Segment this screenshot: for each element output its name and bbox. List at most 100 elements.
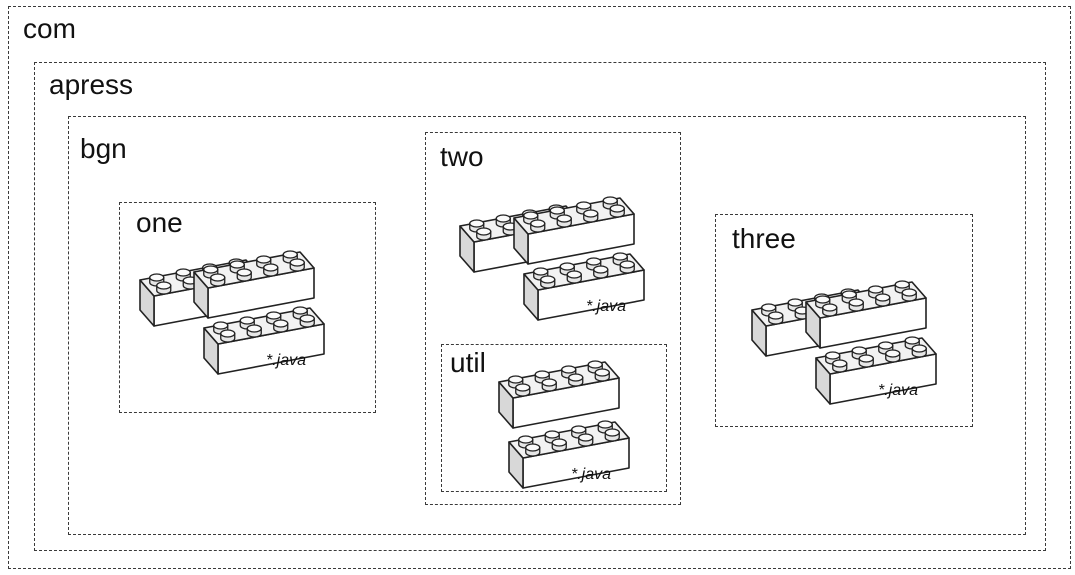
stud-top	[515, 383, 531, 392]
stud-top	[578, 433, 594, 442]
stud-top	[594, 368, 610, 377]
stud-top	[885, 349, 901, 358]
stud-top	[901, 288, 917, 297]
stud-top	[559, 262, 575, 271]
stud-top	[841, 290, 857, 299]
package-two: two	[425, 132, 681, 505]
stud-top	[566, 270, 582, 279]
stud-top	[508, 375, 524, 384]
brick-label: *.java	[571, 466, 611, 483]
stud-top	[583, 209, 599, 218]
stud-top	[868, 285, 884, 294]
stud-top	[263, 263, 279, 272]
stud-top	[556, 214, 572, 223]
stud-top	[612, 252, 628, 261]
brick-label: *.java	[266, 352, 306, 369]
stud-top	[568, 373, 584, 382]
stud-top	[530, 219, 546, 228]
stud-top	[604, 428, 620, 437]
brick-back-right	[805, 280, 927, 349]
stud-top	[541, 378, 557, 387]
stud-top	[525, 443, 541, 452]
stud-top	[593, 265, 609, 274]
stud-top	[858, 354, 874, 363]
stud-top	[571, 425, 587, 434]
stud-top	[551, 438, 567, 447]
package-apress: apress	[34, 62, 1046, 551]
brick-group-two: *.java	[459, 196, 645, 321]
stud-top	[875, 293, 891, 302]
stud-top	[220, 329, 236, 338]
stud-top	[822, 303, 838, 312]
stud-top	[495, 214, 511, 223]
stud-top	[229, 260, 245, 269]
brick-front: *.java	[815, 336, 937, 405]
brick-label: *.java	[878, 382, 918, 399]
stud-top	[256, 255, 272, 264]
stud-top	[609, 204, 625, 213]
stud-top	[149, 273, 165, 282]
stud-top	[894, 280, 910, 289]
package-label-three: three	[732, 223, 796, 254]
package-label-com: com	[23, 13, 76, 44]
stud-top	[213, 321, 229, 330]
stud-top	[203, 265, 219, 274]
stud-top	[878, 341, 894, 350]
stud-top	[476, 227, 492, 236]
stud-top	[602, 196, 618, 205]
stud-top	[292, 306, 308, 315]
package-label-two: two	[440, 141, 484, 172]
stud-top	[619, 260, 635, 269]
brick-back-right	[193, 250, 315, 319]
stud-top	[544, 430, 560, 439]
stud-top	[825, 351, 841, 360]
package-label-one: one	[136, 207, 183, 238]
stud-top	[533, 267, 549, 276]
stud-top	[904, 336, 920, 345]
package-one: one	[119, 202, 376, 413]
stud-top	[518, 435, 534, 444]
stud-top	[246, 324, 262, 333]
stud-top	[175, 268, 191, 277]
stud-top	[273, 319, 289, 328]
stud-top	[787, 298, 803, 307]
stud-top	[266, 311, 282, 320]
package-util: util	[441, 344, 667, 492]
stud-top	[549, 206, 565, 215]
stud-top	[282, 250, 298, 259]
stud-top	[469, 219, 485, 228]
brick-label: *.java	[586, 298, 626, 315]
stud-top	[156, 281, 172, 290]
brick-group-util: *.java	[498, 360, 630, 489]
package-label-apress: apress	[49, 69, 134, 100]
stud-top	[299, 314, 315, 323]
stud-top	[587, 360, 603, 369]
stud-top	[540, 275, 556, 284]
stud-top	[832, 359, 848, 368]
stud-top	[534, 370, 550, 379]
stud-top	[523, 211, 539, 220]
stud-top	[236, 268, 252, 277]
brick-lower: *.java	[508, 420, 630, 489]
stud-top	[851, 346, 867, 355]
package-label-bgn: bgn	[80, 133, 127, 164]
stud-top	[761, 303, 777, 312]
brick-front: *.java	[203, 306, 325, 375]
brick-back-right	[513, 196, 635, 265]
stud-top	[768, 311, 784, 320]
stud-top	[239, 316, 255, 325]
package-com: com	[8, 6, 1071, 569]
package-bgn: bgn	[68, 116, 1026, 535]
stud-top	[815, 295, 831, 304]
package-three: three	[715, 214, 973, 427]
stud-top	[561, 365, 577, 374]
brick-group-one: *.java	[139, 250, 325, 375]
brick-group-three: *.java	[751, 280, 937, 405]
stud-top	[848, 298, 864, 307]
stud-top	[911, 344, 927, 353]
package-label-util: util	[450, 347, 486, 378]
stud-top	[597, 420, 613, 429]
brick-upper	[498, 360, 620, 429]
brick-front: *.java	[523, 252, 645, 321]
stud-top	[576, 201, 592, 210]
